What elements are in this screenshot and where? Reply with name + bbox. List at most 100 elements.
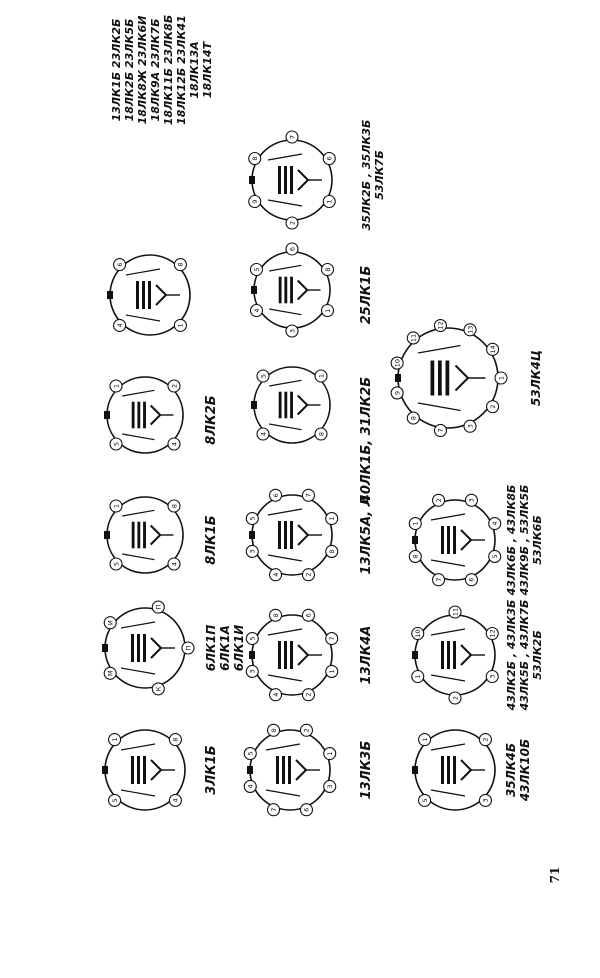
pin-number: 10 [414,629,422,637]
pin-5: М [103,666,117,680]
pin-circle [299,803,314,817]
pin-number: 3 [482,798,490,802]
pin-3: 1 [173,318,187,332]
base-key [102,644,108,652]
pin-number: 4 [172,798,180,802]
anode-symbol [297,644,310,666]
pin-1: 10 [411,626,425,641]
grid-electrode [288,756,291,784]
tube-label: 8ЛК2Б [204,395,219,445]
pin-2: 8 [173,258,187,272]
pin-1: 5 [249,262,264,277]
tube-label: 40ЛК1Б, 31ЛК2Б [359,377,374,504]
electrode-lead [120,789,156,797]
electrode-symbols [267,508,322,562]
electrode-lead [120,667,156,675]
electrode-lead [120,621,156,629]
grid-electrode [290,641,293,669]
grid-electrode [441,526,444,554]
pin-number: 11 [410,334,418,342]
pin-number: 4 [116,323,124,327]
pin-1: 5 [256,369,270,383]
electrode-symbols [430,628,485,682]
grid-electrode [137,634,140,662]
pin-5: 2 [285,216,299,230]
pin-number: 4 [272,693,280,697]
tube-label: 6ЛК1П [204,625,218,672]
pin-number: 2 [451,696,459,700]
pin-circle [325,511,339,526]
pin-5: 2 [448,691,462,705]
pin-1: 5 [245,631,259,646]
pin-7: 4 [268,568,283,582]
pin-number: 10 [393,359,401,367]
pin-3: 12 [485,626,499,641]
pin-number: 5 [491,554,499,558]
tube-label: 6ЛК1А [218,625,232,671]
pin-circle [411,626,425,641]
grid-electrode [284,521,287,549]
pin-number: К [155,686,163,691]
tube-label: 13ЛК5А, Л [359,495,374,574]
pin-number: 6 [288,247,296,251]
electrode-lead [122,509,155,517]
pin-number: 5 [249,516,257,520]
anode-symbol [454,364,470,392]
pin-3: 4 [167,557,181,571]
electrode-lead [265,789,301,797]
pin-circle [103,666,117,680]
pin-1: 5 [243,746,257,761]
grid-electrode [290,521,293,549]
pin-circle [285,242,299,256]
tube-label: 13ЛК3Б [359,741,374,800]
electrode-lead [267,508,303,516]
pin-circle [167,437,181,451]
base-key [251,286,257,294]
pin-number: 8 [172,738,180,742]
grid-electrode [430,360,435,396]
pin-circle [314,369,328,383]
pin-number: 5 [112,442,120,446]
pin-number: 4 [491,521,499,525]
pin-circle [109,437,123,451]
pin-number: 9 [393,391,401,395]
grid-electrode [278,276,282,304]
electrode-lead [267,628,303,636]
pin-4: 1 [320,303,335,318]
grid-electrode [137,756,140,784]
pin-circle [448,605,462,619]
pin-number: 1 [177,323,185,327]
pin-circle [113,258,127,272]
electrode-lead [269,308,302,316]
base-key [107,291,113,299]
pin-number: 1 [324,308,332,312]
grid-electrode [131,521,135,549]
pin-4: 5 [109,437,123,451]
pin-circle [168,733,182,747]
pin-2: 8 [268,608,283,622]
pin-10: 8 [406,411,420,425]
electrode-lead [122,389,155,397]
pin-circle [256,427,270,441]
pin-2: 11 [448,605,462,619]
pin-circle [108,733,122,747]
pin-circle [268,488,283,502]
pin-1: 5 [245,511,259,526]
pin-circle [285,324,299,338]
pin-number: 7 [435,578,443,582]
pin-number: 5 [421,798,429,802]
pin-number: 1 [326,199,334,203]
pin-4: К [151,682,165,696]
anode-symbol [150,637,163,659]
pin-circle [390,356,404,370]
grid-electrode [137,401,141,429]
pin-2: 7 [285,130,299,144]
pin-4: 4 [113,318,127,332]
